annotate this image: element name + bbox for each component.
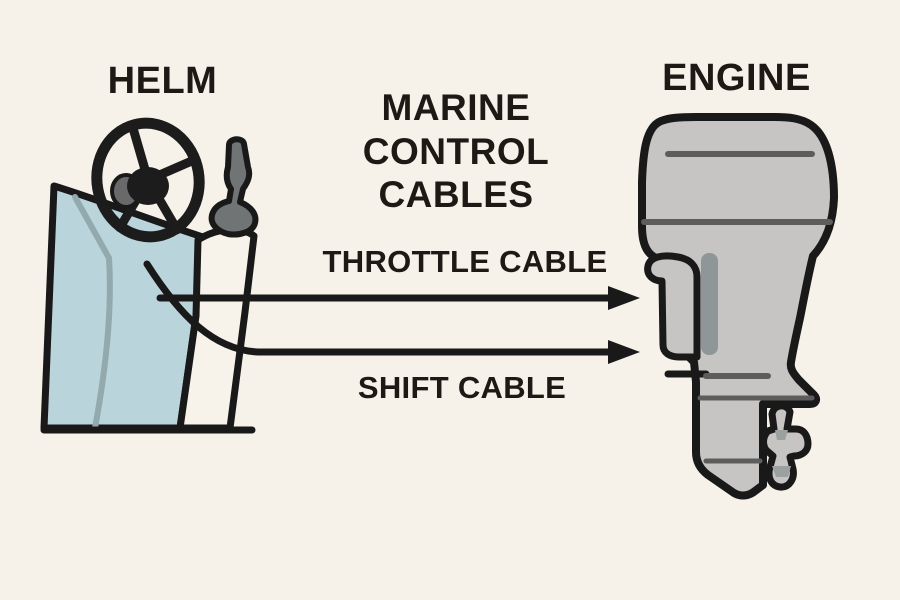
wheel-hub bbox=[127, 167, 169, 205]
wheel-rim bbox=[91, 117, 205, 243]
throttle-cable-arrow bbox=[156, 286, 640, 310]
shift-cable-line bbox=[143, 260, 614, 356]
shift-cable-label: SHIFT CABLE bbox=[357, 370, 567, 405]
throttle-lever-icon bbox=[208, 136, 259, 238]
shift-cable-arrow bbox=[143, 260, 640, 364]
diagram-title: MARINE CONTROL CABLES bbox=[362, 87, 550, 216]
shift-arrowhead-icon bbox=[608, 340, 640, 364]
mounting-bracket bbox=[644, 252, 701, 361]
throttle-cable-label: THROTTLE CABLE bbox=[322, 244, 608, 279]
helm-label: HELM bbox=[107, 60, 218, 102]
propeller-shade-bottom bbox=[772, 466, 791, 477]
propeller-icon bbox=[760, 402, 812, 491]
throttle-arrowhead-icon bbox=[608, 286, 640, 310]
propeller-shade-top bbox=[775, 430, 788, 440]
engine-illustration bbox=[638, 113, 838, 500]
bracket-strip bbox=[701, 253, 718, 355]
engine-label: ENGINE bbox=[662, 57, 811, 99]
helm-illustration bbox=[40, 117, 259, 434]
console-crease-line bbox=[72, 194, 113, 431]
